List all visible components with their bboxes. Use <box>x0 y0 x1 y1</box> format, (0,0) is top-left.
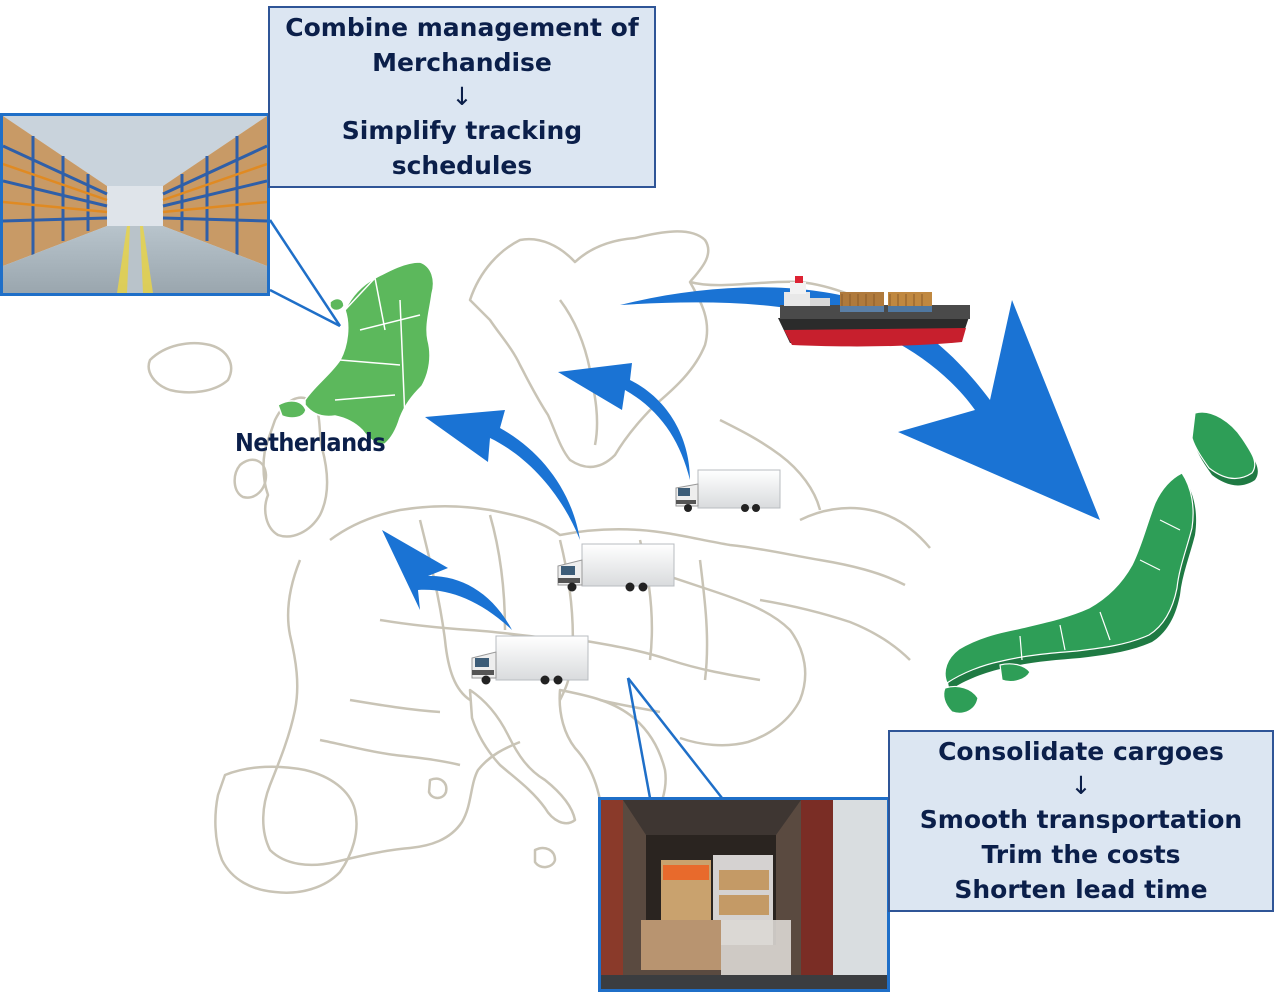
callout-text: schedules <box>391 151 533 180</box>
netherlands-map <box>277 261 435 446</box>
warehouse-photo <box>0 113 270 296</box>
callout-text: Trim the costs <box>981 840 1181 869</box>
down-arrow-icon: ↓ <box>1070 771 1092 800</box>
down-arrow-icon: ↓ <box>451 82 473 111</box>
europe-map-outline <box>147 230 962 894</box>
callout-text: Smooth transportation <box>919 805 1243 834</box>
merchandise-management-callout: Combine management of Merchandise ↓ Simp… <box>268 6 656 188</box>
callout-text: Simplify tracking <box>341 116 583 145</box>
truck-icon <box>471 635 589 685</box>
blue-arrow-icon <box>620 287 1100 520</box>
japan-map <box>943 411 1258 714</box>
container-photo <box>598 797 890 992</box>
truck-icon <box>675 469 781 512</box>
callout-text: Merchandise <box>372 48 552 77</box>
callout-text: Consolidate cargoes <box>938 737 1224 766</box>
cargo-ship-icon <box>778 276 970 347</box>
blue-arrow-icon <box>382 363 690 630</box>
callout-text: Shorten lead time <box>954 875 1208 904</box>
callout-text: Combine management of <box>285 13 639 42</box>
callout-connector <box>268 219 723 799</box>
netherlands-label: Netherlands <box>235 428 386 457</box>
truck-icon <box>557 543 675 592</box>
consolidate-cargoes-callout: Consolidate cargoes ↓ Smooth transportat… <box>888 730 1274 912</box>
